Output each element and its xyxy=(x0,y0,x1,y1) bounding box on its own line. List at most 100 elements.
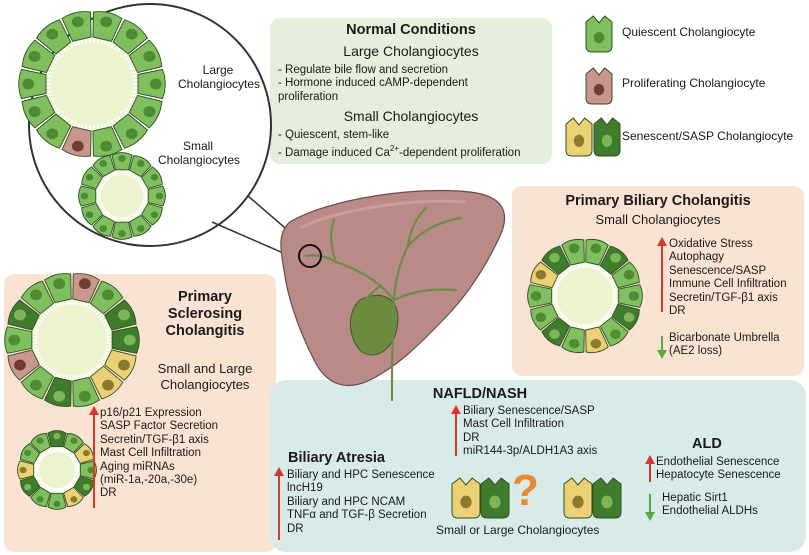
legend-senescent-yellow-icon xyxy=(565,117,593,157)
psc-title-line1: Primary xyxy=(177,289,232,305)
microvillus xyxy=(63,447,68,454)
legend-cell-nucleus xyxy=(593,83,605,96)
microvillus xyxy=(32,328,39,332)
cell-nucleus xyxy=(82,483,90,491)
microvillus xyxy=(48,486,53,494)
cell-nucleus xyxy=(123,334,136,346)
ald-down-item: Endothelial ALDHs xyxy=(662,505,758,518)
microvillus xyxy=(122,52,128,58)
microvillus xyxy=(127,170,132,177)
cell-nucleus xyxy=(549,329,560,340)
cell-nucleus xyxy=(30,379,42,391)
microvillus xyxy=(33,461,41,466)
microvillus xyxy=(97,362,104,368)
zoom-large-label-line2: Cholangiocytes xyxy=(178,76,261,91)
psc-up-item: DR xyxy=(100,487,117,500)
legend-proliferating-icon xyxy=(585,67,613,105)
cell-nucleus xyxy=(85,173,94,181)
psc-subtitle-line2: Cholangiocytes xyxy=(160,376,250,392)
cell-nucleus xyxy=(150,173,159,181)
microvillus xyxy=(40,362,47,368)
microvillus xyxy=(51,487,55,494)
microvillus xyxy=(56,52,62,58)
microvillus xyxy=(95,189,102,193)
nafld-question-mark: ? xyxy=(512,466,539,515)
pbc-subtitle: Small Cholangiocytes xyxy=(595,212,721,227)
microvillus xyxy=(87,370,93,377)
microvillus xyxy=(141,201,148,206)
cell-nucleus xyxy=(28,50,41,62)
microvillus xyxy=(595,321,600,328)
ba-up-item: DR xyxy=(287,522,304,535)
pbc-down-list: Bicarbonate Umbrella (AE2 loss) xyxy=(669,332,780,359)
microvillus xyxy=(551,300,558,303)
normal-large-item: - Regulate bile flow and secretion xyxy=(278,64,449,76)
microvillus xyxy=(612,289,619,292)
cell-nucleus xyxy=(14,309,26,321)
cell-nucleus xyxy=(19,466,27,474)
cell-nucleus xyxy=(150,211,159,219)
microvillus xyxy=(59,487,63,494)
duct-lumen xyxy=(45,37,139,131)
psc-up-item: Secretin/TGF-β1 axis xyxy=(100,433,209,446)
legend-cell-nucleus xyxy=(593,31,605,44)
microvillus xyxy=(59,446,63,453)
legend-cell-nucleus xyxy=(572,495,584,509)
duct-lumen xyxy=(551,262,619,330)
legend-cell-nucleus xyxy=(601,495,613,509)
microvillus xyxy=(137,177,143,183)
nafld-title: NAFLD/NASH xyxy=(432,386,528,402)
cell-nucleus xyxy=(70,496,78,503)
microvillus xyxy=(103,175,109,181)
cell-nucleus xyxy=(530,291,542,301)
normal-large-list: - Regulate bile flow and secretion - Hor… xyxy=(278,64,468,104)
pbc-up-item: Secretin/TGF-β1 axis xyxy=(669,291,778,304)
microvillus xyxy=(557,275,563,281)
legend-cell-nucleus xyxy=(460,495,472,509)
microvillus xyxy=(106,345,113,349)
cell-nucleus xyxy=(24,483,32,491)
microvillus xyxy=(99,315,106,321)
normal-large-heading: Large Cholangiocytes xyxy=(343,43,479,59)
zoom-large-label-line1: Large xyxy=(202,63,234,77)
microvillus xyxy=(101,209,107,215)
cell-nucleus xyxy=(125,28,138,40)
normal-small-list: - Quiescent, stem-like - Damage induced … xyxy=(278,129,520,161)
cell-nucleus xyxy=(99,160,107,167)
gallbladder xyxy=(349,295,399,356)
microvillus xyxy=(142,199,149,203)
zoom-large-label: Large Cholangiocytes xyxy=(178,63,261,92)
microvillus xyxy=(45,90,52,94)
cell-nucleus xyxy=(80,192,89,200)
microvillus xyxy=(56,110,62,116)
microvillus xyxy=(132,74,139,78)
legend-cell-nucleus xyxy=(489,495,501,509)
large-duct-zoom xyxy=(18,11,166,157)
microvillus xyxy=(68,482,74,489)
cell-nucleus xyxy=(82,449,90,457)
nafld-up-item: miR144-3p/ALDH1A3 axis xyxy=(463,445,598,458)
zoom-small-label: Small Cholangiocytes xyxy=(158,139,240,168)
microvillus xyxy=(34,476,41,481)
microvillus xyxy=(72,40,77,47)
normal-large-item: - Hormone induced cAMP-dependent xyxy=(278,77,468,90)
pbc-up-item: Immune Cell Infiltration xyxy=(669,278,787,291)
pbc-down-item: Bicarbonate Umbrella xyxy=(669,332,780,344)
psc-up-item: Aging miRNAs xyxy=(100,460,175,473)
microvillus xyxy=(611,302,618,306)
microvillus xyxy=(46,70,53,74)
microvillus xyxy=(69,42,74,49)
microvillus xyxy=(38,481,45,487)
psc-title-line3: Cholangitis xyxy=(165,323,245,339)
microvillus xyxy=(45,74,52,78)
microvillus xyxy=(33,472,40,476)
psc-up-arrow xyxy=(89,406,99,508)
disease-panel xyxy=(270,380,806,552)
small-duct-zoom xyxy=(78,152,166,240)
microvillus xyxy=(597,265,602,272)
microvillus xyxy=(96,201,103,206)
microvillus xyxy=(127,215,132,222)
microvillus xyxy=(73,459,80,464)
